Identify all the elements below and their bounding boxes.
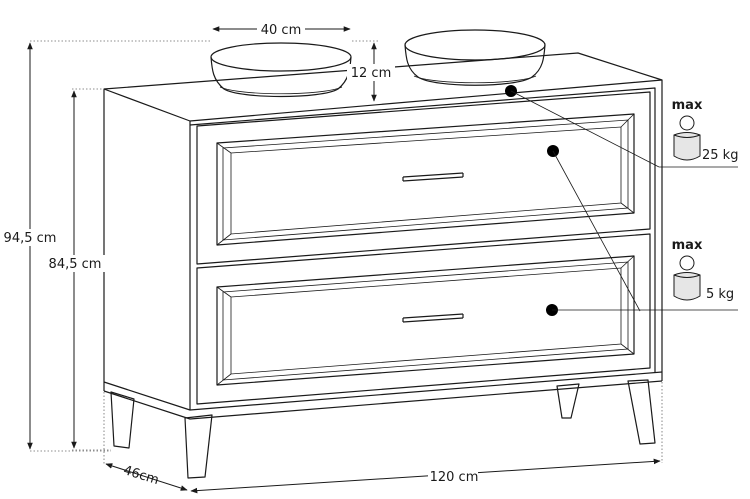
depth-label: 46cm	[121, 463, 160, 488]
basin-width-label: 40 cm	[261, 23, 302, 38]
cabinet	[103, 52, 663, 420]
bottom-drawer	[196, 233, 651, 405]
width-label: 120 cm	[430, 470, 479, 485]
load-weight-label: 5 kg	[706, 287, 734, 302]
top-drawer-handle	[402, 172, 464, 182]
bottom-drawer-handle	[402, 313, 464, 323]
load-max-label: max	[672, 98, 703, 113]
cabinet-height-label: 84,5 cm	[49, 257, 102, 272]
weight-icon	[673, 255, 701, 301]
depth-dimension: 46cm	[103, 392, 188, 491]
total-height-dimension: 94,5 cm	[3, 40, 211, 452]
right-basin	[404, 29, 546, 86]
total-height-label: 94,5 cm	[4, 231, 57, 246]
top-drawer	[196, 91, 651, 265]
top-drawer-load-callout	[547, 145, 641, 312]
bottom-drawer-load-callout	[546, 304, 738, 316]
load-max-label: max	[672, 238, 703, 253]
basin-height-dimension: 12 cm	[347, 40, 395, 102]
cabinet-height-dimension: 84,5 cm	[47, 88, 111, 451]
load-limit-bottom: max 5 kg	[672, 238, 735, 302]
countertop-load-callout	[505, 85, 738, 168]
load-weight-label: 25 kg	[702, 148, 738, 163]
basin-height-label: 12 cm	[351, 66, 392, 81]
left-basin	[210, 42, 352, 98]
basin-width-dimension: 40 cm	[212, 20, 351, 38]
weight-icon	[673, 115, 701, 161]
load-limit-top: max 25 kg	[672, 98, 739, 163]
width-dimension: 120 cm	[190, 382, 663, 494]
